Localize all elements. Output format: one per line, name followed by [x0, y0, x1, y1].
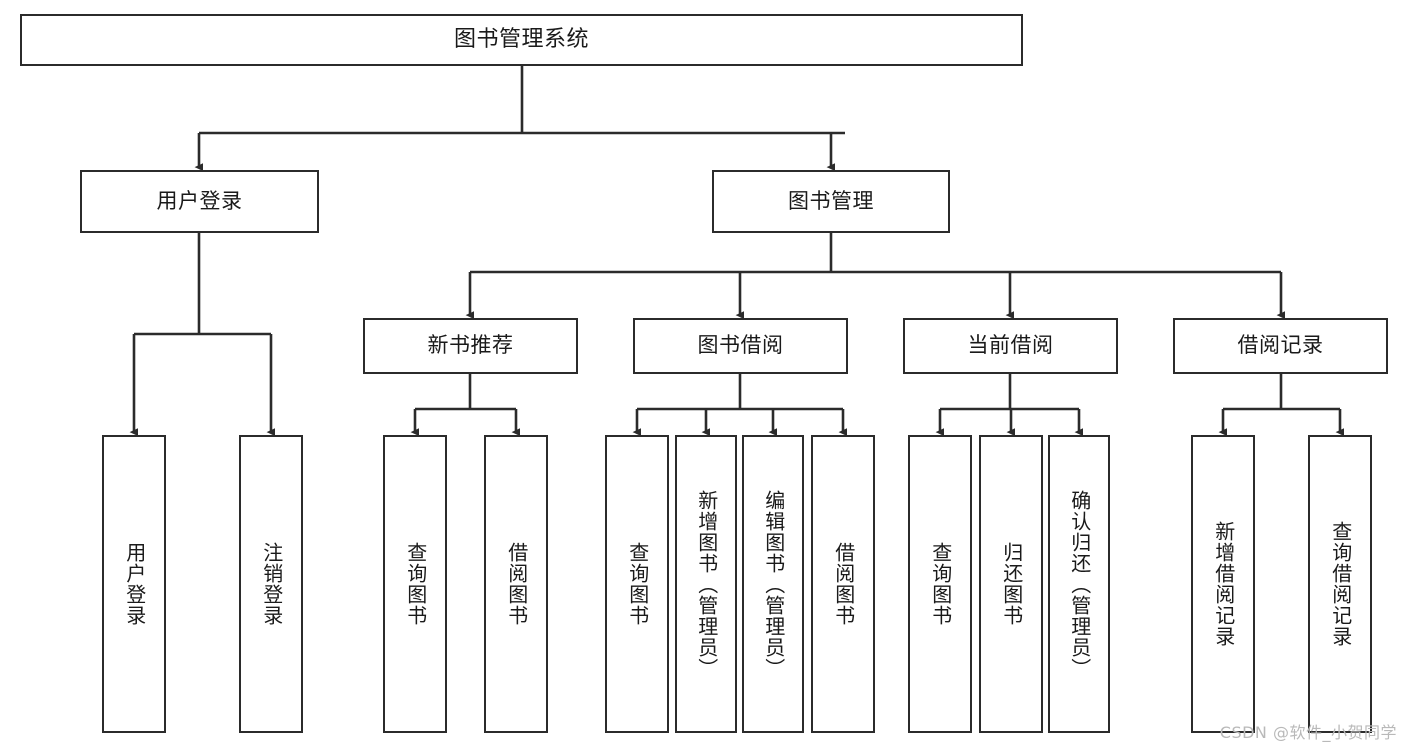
leaf-user-login-logout[interactable]: 注销登录	[239, 435, 303, 733]
leaf-label: 查询图书	[403, 542, 428, 626]
leaf-current-borrow-return[interactable]: 归还图书	[979, 435, 1043, 733]
leaf-label: 注销登录	[259, 542, 284, 626]
leaf-new-book-borrow[interactable]: 借阅图书	[484, 435, 548, 733]
node-current-borrow[interactable]: 当前借阅	[903, 318, 1118, 374]
node-root-system[interactable]: 图书管理系统	[20, 14, 1023, 66]
leaf-label: 归还图书	[999, 542, 1024, 626]
leaf-book-borrow-borrow[interactable]: 借阅图书	[811, 435, 875, 733]
leaf-label: 借阅图书	[504, 542, 529, 626]
node-book-management[interactable]: 图书管理	[712, 170, 950, 233]
node-book-borrow[interactable]: 图书借阅	[633, 318, 848, 374]
leaf-label: 借阅图书	[831, 542, 856, 626]
csdn-watermark: CSDN @软件_小贺同学	[1219, 723, 1397, 742]
leaf-user-login-login[interactable]: 用户登录	[102, 435, 166, 733]
leaf-new-book-query[interactable]: 查询图书	[383, 435, 447, 733]
leaf-label: 查询借阅记录	[1328, 521, 1353, 647]
leaf-label: 新增图书（管理员）	[694, 489, 719, 679]
leaf-label: 查询图书	[928, 542, 953, 626]
leaf-borrow-records-query[interactable]: 查询借阅记录	[1308, 435, 1372, 733]
leaf-book-borrow-edit[interactable]: 编辑图书（管理员）	[742, 435, 804, 733]
node-new-book-recommend[interactable]: 新书推荐	[363, 318, 578, 374]
leaf-borrow-records-add[interactable]: 新增借阅记录	[1191, 435, 1255, 733]
node-user-login[interactable]: 用户登录	[80, 170, 319, 233]
leaf-current-borrow-confirm-return[interactable]: 确认归还（管理员）	[1048, 435, 1110, 733]
leaf-label: 编辑图书（管理员）	[761, 489, 786, 679]
leaf-book-borrow-query[interactable]: 查询图书	[605, 435, 669, 733]
leaf-label: 新增借阅记录	[1211, 521, 1236, 647]
leaf-label: 确认归还（管理员）	[1067, 489, 1092, 679]
leaf-current-borrow-query[interactable]: 查询图书	[908, 435, 972, 733]
leaf-book-borrow-add[interactable]: 新增图书（管理员）	[675, 435, 737, 733]
node-borrow-records[interactable]: 借阅记录	[1173, 318, 1388, 374]
leaf-label: 用户登录	[122, 542, 147, 626]
leaf-label: 查询图书	[625, 542, 650, 626]
